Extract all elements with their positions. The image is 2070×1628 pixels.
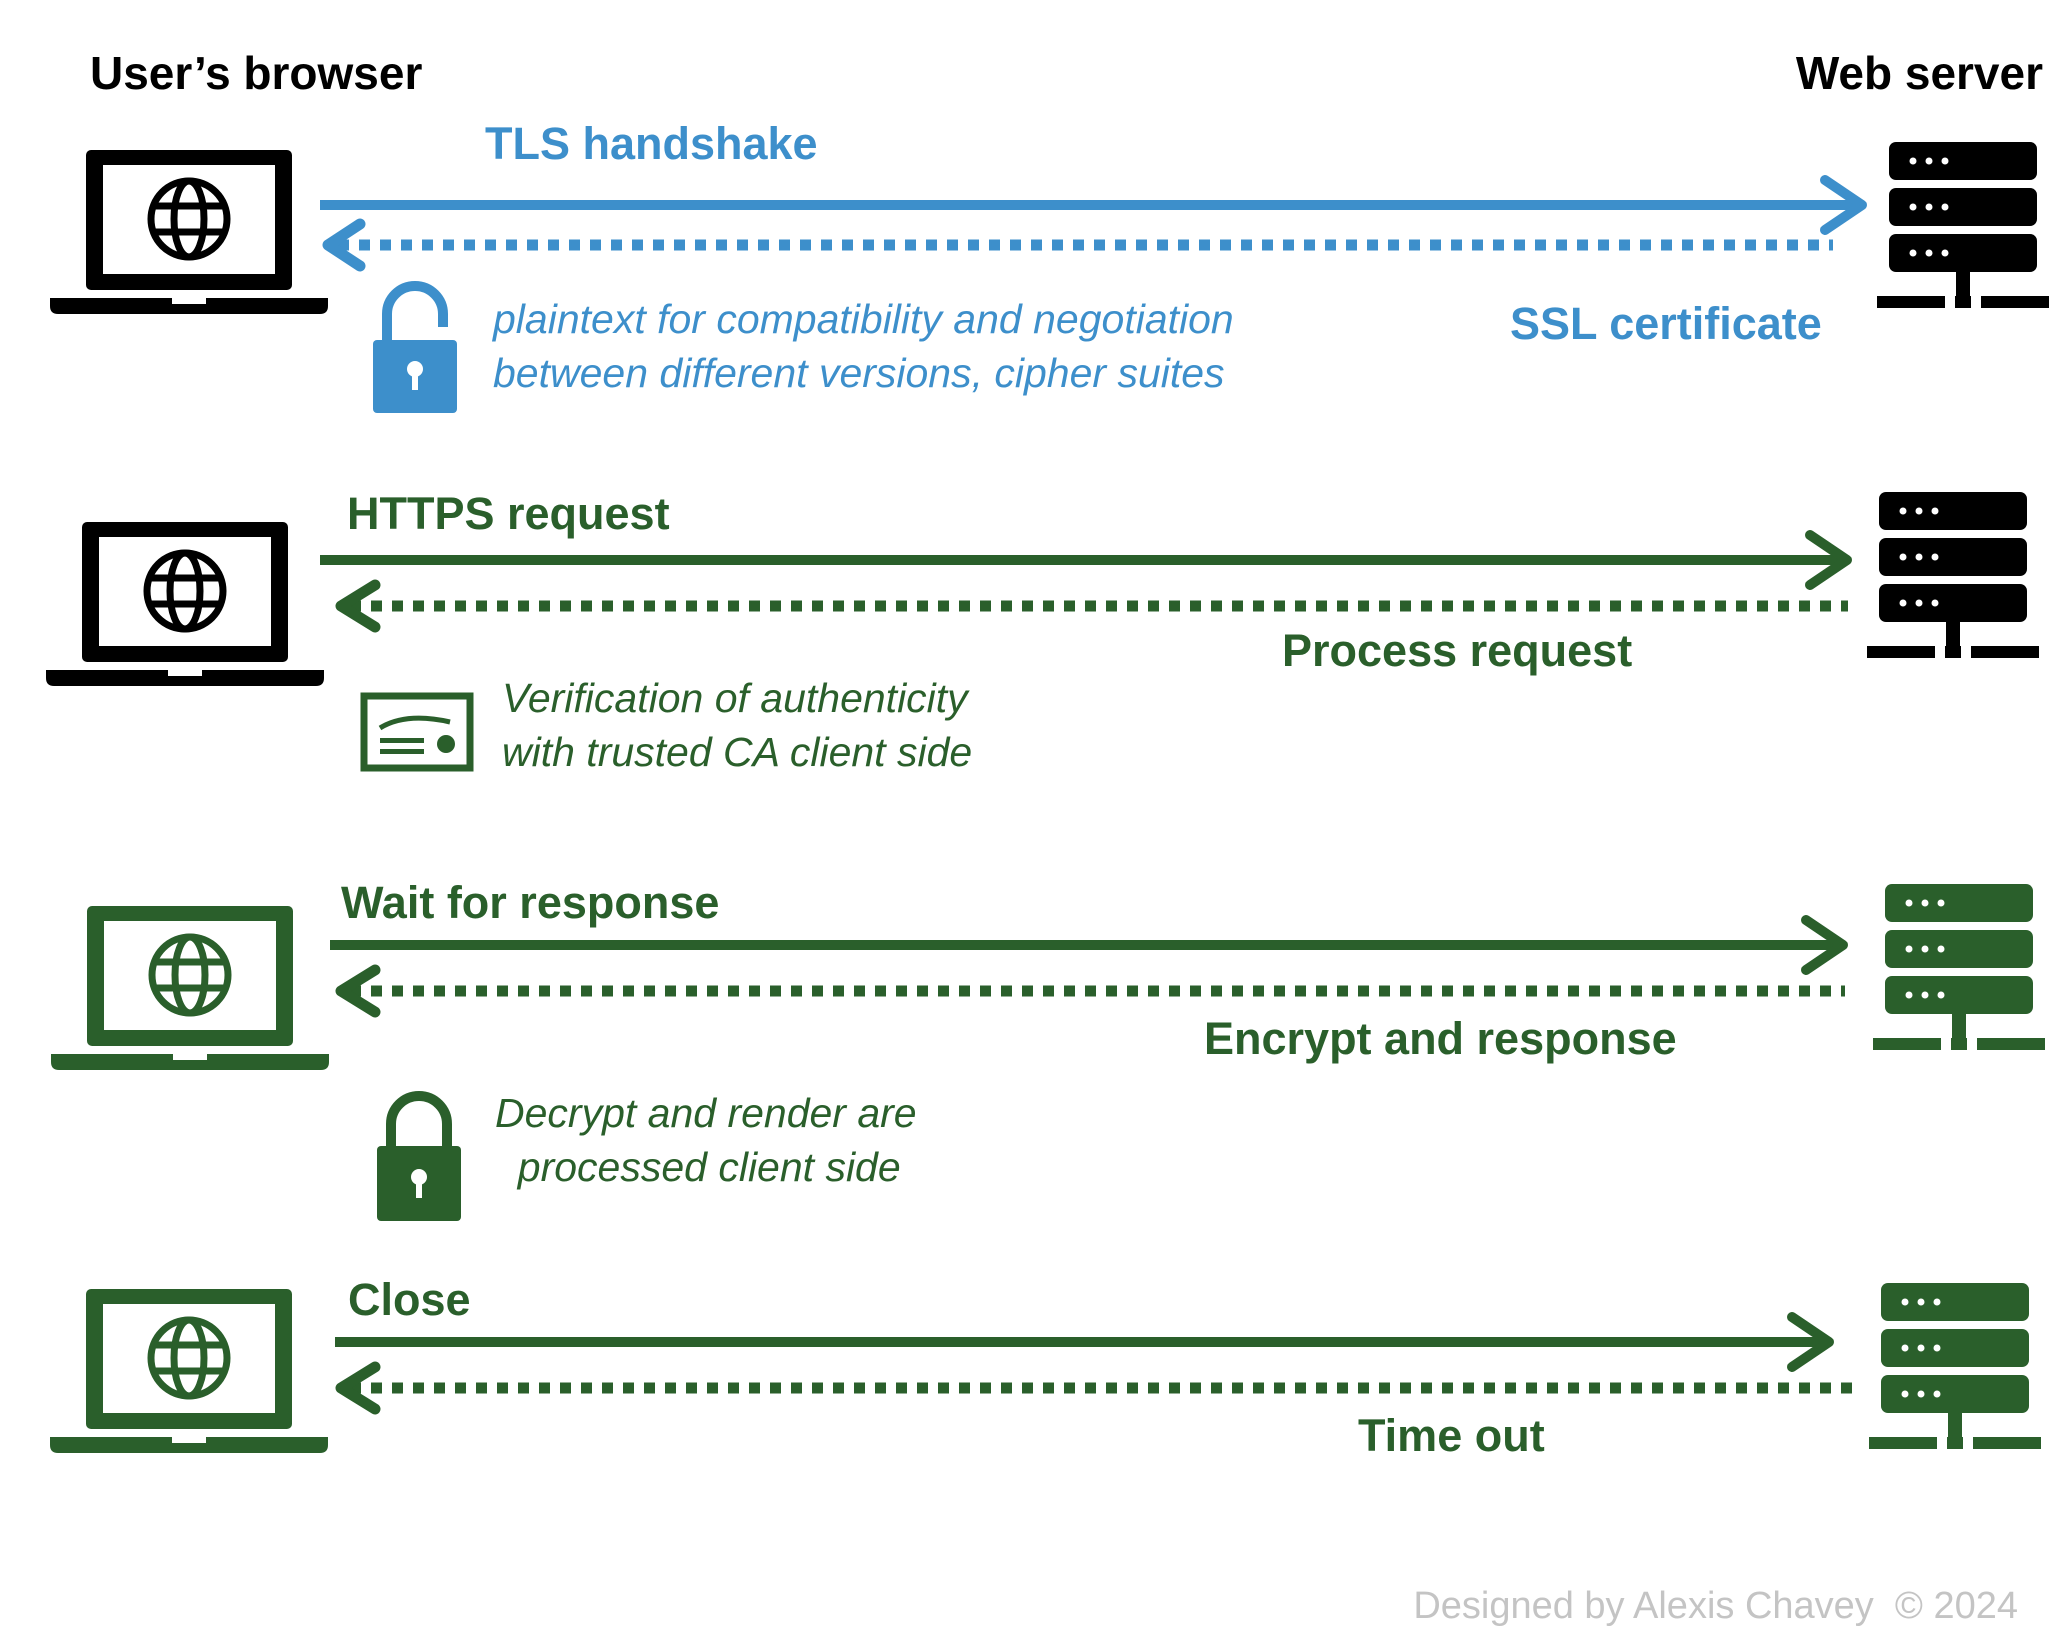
request-label-https-request: HTTPS request [347, 488, 670, 539]
laptop-globe-icon [50, 1289, 328, 1453]
server-header: Web server [1795, 47, 2043, 99]
response-label-ssl-certificate: SSL certificate [1510, 298, 1822, 349]
request-arrow [320, 175, 1867, 235]
row-1 [50, 142, 2049, 413]
note-verification: Verification of authenticity with truste… [502, 675, 973, 775]
response-arrow [335, 579, 1848, 633]
request-label-tls-handshake: TLS handshake [485, 118, 818, 169]
server-rack-icon [1867, 492, 2039, 658]
client-header: User’s browser [90, 47, 423, 99]
row-3 [51, 884, 2045, 1221]
laptop-globe-icon [50, 150, 328, 314]
row-4 [50, 1283, 2041, 1453]
request-arrow [320, 530, 1852, 590]
server-rack-icon [1873, 884, 2045, 1050]
laptop-globe-icon [51, 906, 329, 1070]
request-arrow [335, 1312, 1834, 1372]
row-2 [46, 492, 2039, 772]
certificate-icon [360, 692, 474, 772]
response-arrow [335, 964, 1845, 1018]
request-arrow [330, 915, 1848, 975]
server-rack-icon [1877, 142, 2049, 308]
note-plaintext: plaintext for compatibility and negotiat… [493, 296, 1234, 396]
server-rack-icon [1869, 1283, 2041, 1449]
designer-credit: Designed by Alexis Chavey © 2024 [1413, 1585, 2018, 1627]
locked-padlock-icon [377, 1091, 461, 1221]
response-label-time-out: Time out [1358, 1410, 1545, 1461]
laptop-globe-icon [46, 522, 324, 686]
response-arrow [322, 218, 1833, 272]
note-decrypt-render: Decrypt and render are processed client … [495, 1090, 917, 1190]
response-label-process-request: Process request [1282, 625, 1633, 676]
request-label-close: Close [348, 1274, 471, 1325]
request-label-wait-for-response: Wait for response [341, 877, 720, 928]
response-label-encrypt-and-response: Encrypt and response [1204, 1013, 1677, 1064]
response-arrow [335, 1361, 1852, 1415]
unlocked-padlock-icon [373, 281, 457, 413]
